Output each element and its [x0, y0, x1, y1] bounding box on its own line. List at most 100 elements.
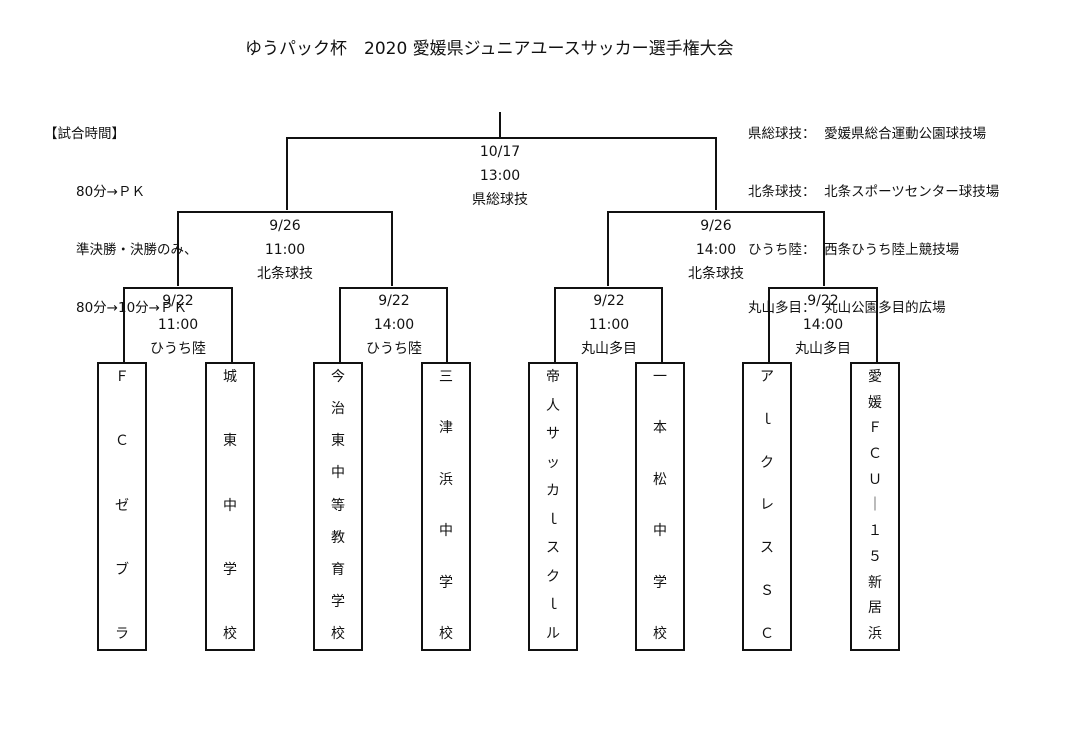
team-name-char: ス	[546, 540, 560, 557]
match-date: 10/17	[479, 144, 521, 160]
match-date: 9/26	[700, 218, 732, 234]
match-date: 9/22	[378, 293, 410, 309]
team-name-char: 浜	[868, 625, 882, 642]
match-venue: 北条球技	[688, 266, 744, 282]
team-name-char: 媛	[868, 394, 882, 411]
team-name-char: 中	[439, 523, 453, 540]
team-name-char: 東	[331, 433, 345, 450]
team-name-char: １	[868, 523, 882, 540]
team-name-char: Ｃ	[115, 433, 129, 450]
team-name-char: Ｆ	[868, 420, 882, 437]
team-name-char: 中	[653, 523, 667, 540]
team-name-char: Ｓ	[760, 583, 774, 600]
team-name-char: ｜	[868, 497, 882, 514]
team-name-char: 学	[439, 574, 453, 591]
quarterfinal-match-info: 9/22 11:00 ひうち陸	[118, 289, 238, 361]
team-name-char: 校	[223, 626, 237, 642]
semifinal-connector	[177, 211, 393, 286]
semifinal-match-info: 9/26 14:00 北条球技	[656, 214, 776, 286]
match-date: 9/26	[269, 218, 301, 234]
match-time: 13:00	[479, 168, 521, 184]
rules-heading: 【試合時間】	[44, 126, 125, 142]
team-box: 城東中学校	[205, 362, 255, 651]
venue-legend-item: ひうち陸： 西条ひうち陸上競技場	[748, 242, 960, 258]
team-name-char: Ｃ	[868, 446, 882, 463]
team-name-char: ｌ	[760, 411, 774, 428]
team-name-char: 校	[653, 625, 667, 642]
team-name-char: カ	[546, 483, 560, 500]
team-name-char: 校	[331, 626, 345, 642]
team-name-char: 治	[331, 401, 345, 418]
match-time: 11:00	[588, 317, 630, 333]
rules-line: 80分→10分→ＰＫ	[76, 300, 187, 316]
quarterfinal-connector	[339, 287, 448, 362]
semifinal-match-info: 9/26 11:00 北条球技	[225, 214, 345, 286]
quarterfinal-connector	[123, 287, 233, 362]
team-name-char: 育	[331, 561, 345, 578]
venue-legend-item: 県総球技： 愛媛県総合運動公園球技場	[748, 126, 987, 142]
team-name: 三津浜中学校	[423, 364, 469, 649]
venue-legend-item: 北条球技： 北条スポーツセンター球技場	[748, 184, 1000, 200]
team-name-char: 人	[546, 397, 560, 414]
team-name-char: ブ	[115, 561, 129, 578]
rules-line: 80分→ＰＫ	[76, 184, 145, 200]
match-date: 9/22	[162, 293, 194, 309]
team-name-char: 本	[653, 420, 667, 437]
rules-line: 準決勝・決勝のみ、	[76, 242, 198, 258]
team-name-char: 浜	[439, 471, 453, 488]
team-name-char: ク	[546, 568, 560, 585]
team-name-char: ッ	[546, 454, 560, 471]
match-venue: 丸山多目	[795, 341, 851, 357]
venue-legend: 県総球技： 愛媛県総合運動公園球技場 北条球技： 北条スポーツセンター球技場 ひ…	[748, 89, 999, 353]
quarterfinal-match-info: 9/22 14:00 ひうち陸	[334, 289, 454, 361]
match-time: 14:00	[695, 242, 737, 258]
team-name-char: 今	[331, 369, 345, 385]
quarterfinal-match-info: 9/22 11:00 丸山多目	[549, 289, 669, 361]
team-name-char: 三	[439, 369, 453, 385]
team-name-char: Ｃ	[760, 625, 774, 642]
team-name-char: 教	[331, 529, 345, 546]
team-name: 今治東中等教育学校	[315, 364, 361, 649]
team-name-char: ゼ	[115, 497, 129, 514]
match-time: 14:00	[802, 317, 844, 333]
team-box: 今治東中等教育学校	[313, 362, 363, 651]
team-name: 城東中学校	[207, 364, 253, 649]
final-match-info: 10/17 13:00 県総球技	[440, 140, 560, 212]
venue-legend-item: 丸山多目： 丸山公園多目的広場	[748, 300, 946, 316]
team-name-char: ｌ	[546, 511, 560, 528]
team-name-char: Ｆ	[115, 369, 129, 385]
match-date: 9/22	[807, 293, 839, 309]
team-name-char: Ｕ	[868, 471, 882, 488]
quarterfinal-match-info: 9/22 14:00 丸山多目	[763, 289, 883, 361]
team-name-char: ラ	[115, 626, 129, 642]
team-name-char: 愛	[868, 369, 882, 385]
team-name-char: ア	[760, 369, 774, 385]
team-name-char: 松	[653, 471, 667, 488]
match-venue: 丸山多目	[581, 341, 637, 357]
team-name-char: レ	[760, 497, 774, 514]
team-name-char: 城	[223, 369, 237, 385]
match-venue: 北条球技	[257, 266, 313, 282]
team-name: 一本松中学校	[637, 364, 683, 649]
team-name-char: 東	[223, 433, 237, 450]
team-name-char: ク	[760, 454, 774, 471]
team-name-char: 等	[331, 497, 345, 514]
match-time: 11:00	[264, 242, 306, 258]
team-name-char: 学	[331, 593, 345, 610]
team-name-char: ル	[546, 625, 560, 642]
team-name-char: 中	[223, 497, 237, 514]
final-connector	[286, 137, 717, 210]
team-name-char: 学	[223, 561, 237, 578]
team-box: 三津浜中学校	[421, 362, 471, 651]
match-time: 11:00	[157, 317, 199, 333]
team-name-char: ｌ	[546, 597, 560, 614]
match-time: 14:00	[373, 317, 415, 333]
team-name-char: 津	[439, 420, 453, 437]
